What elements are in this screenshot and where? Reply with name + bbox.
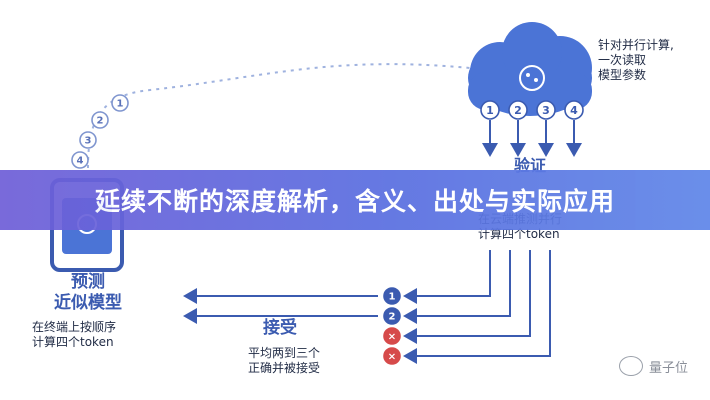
cloud-step-badge: 3 (536, 100, 556, 120)
watermark: 量子位 (618, 356, 688, 376)
svg-text:×: × (388, 352, 396, 363)
phone-step-badge: 3 (79, 131, 97, 149)
cloud-step-badge: 1 (480, 100, 500, 120)
svg-text:3: 3 (542, 104, 550, 117)
title-banner: 延续不断的深度解析，含义、出处与实际应用 (0, 170, 710, 230)
cloud-note: 针对并行计算, 一次读取 模型参数 (598, 38, 674, 82)
phone-step-badge: 4 (71, 151, 89, 169)
banner-title: 延续不断的深度解析，含义、出处与实际应用 (94, 187, 615, 216)
accept-note: 平均两到三个 正确并被接受 (248, 346, 321, 375)
svg-text:4: 4 (570, 104, 578, 117)
svg-text:2: 2 (389, 312, 396, 323)
predict-note: 在终端上按顺序 计算四个token (32, 320, 117, 349)
return-lines (403, 250, 551, 364)
accept-title: 接受 (263, 318, 297, 338)
cloud-down-arrows (482, 120, 582, 157)
svg-text:1: 1 (389, 292, 396, 303)
svg-text:4: 4 (77, 156, 84, 167)
watermark-text: 量子位 (648, 360, 688, 376)
accept-arrows (183, 288, 378, 324)
predict-title: 预测 近似模型 (54, 272, 122, 314)
cloud-icon (468, 22, 592, 116)
rejected-token-badge: × (383, 347, 401, 365)
accepted-token-badge: 1 (383, 287, 401, 305)
accepted-token-badge: 2 (383, 307, 401, 325)
cloud-step-badge: 2 (508, 100, 528, 120)
svg-text:×: × (388, 332, 396, 343)
cloud-step-badge: 4 (564, 100, 584, 120)
dotted-path (87, 63, 471, 169)
svg-text:3: 3 (85, 136, 92, 147)
wechat-icon (618, 356, 643, 376)
svg-text:1: 1 (117, 99, 124, 110)
phone-step-badge: 1 (111, 94, 129, 112)
svg-text:1: 1 (486, 104, 494, 117)
svg-text:2: 2 (514, 104, 522, 117)
svg-text:2: 2 (97, 116, 104, 127)
phone-step-badge: 2 (91, 111, 109, 129)
rejected-token-badge: × (383, 327, 401, 345)
